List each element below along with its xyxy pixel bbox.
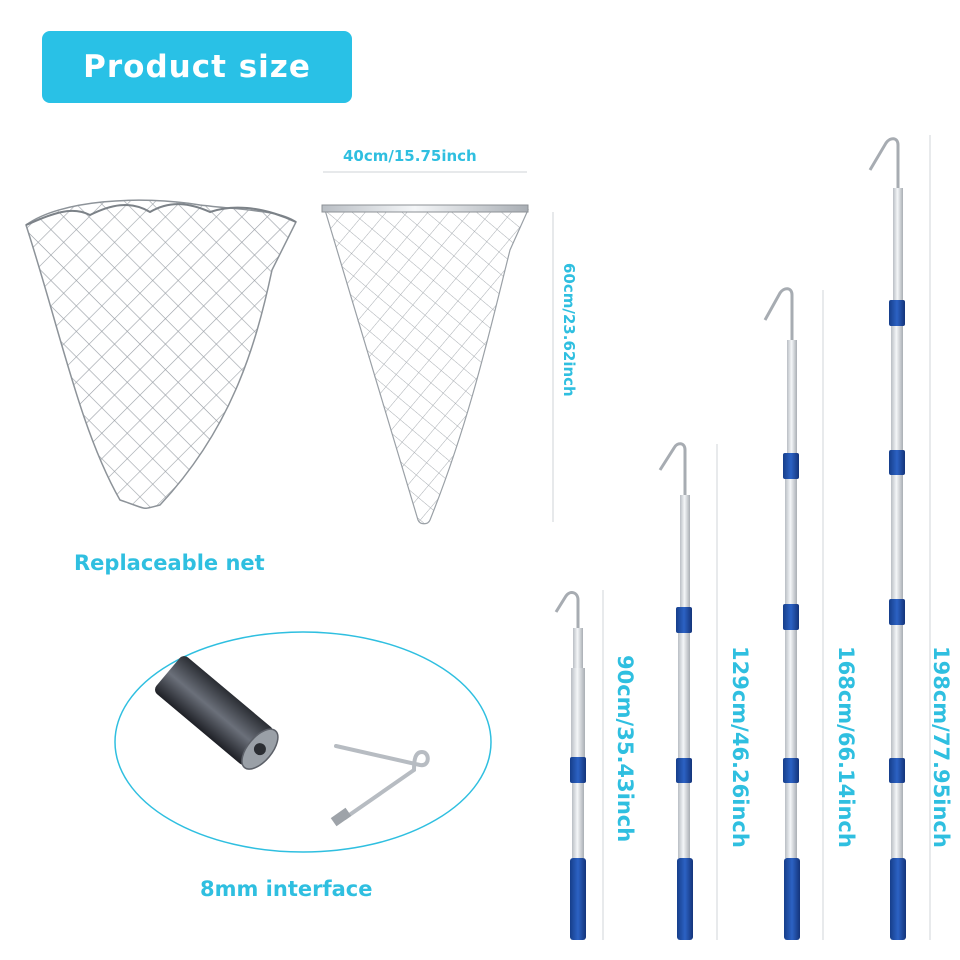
pole-168cm (763, 287, 800, 940)
pole-90cm-label: 90cm/35.43inch (613, 655, 637, 843)
net-height-label: 60cm/23.62inch (560, 263, 578, 397)
replaceable-net-caption: Replaceable net (74, 551, 265, 575)
page-title: Product size (83, 49, 311, 85)
pole-198cm-label: 198cm/77.95inch (929, 646, 953, 848)
interface-caption: 8mm interface (200, 877, 373, 901)
pole-90cm (554, 591, 586, 940)
hook-piece-image (330, 744, 430, 827)
pole-end-image (155, 656, 279, 770)
pole-168cm-label: 168cm/66.14inch (834, 646, 858, 848)
pole-129cm-label: 129cm/46.26inch (728, 646, 752, 848)
pole-129cm (658, 442, 693, 940)
net-width-label: 40cm/15.75inch (343, 147, 477, 165)
net-frame-image (321, 204, 529, 525)
replaceable-net-image (25, 199, 297, 510)
product-size-badge: Product size (42, 31, 352, 103)
pole-198cm (868, 137, 906, 940)
interface-ellipse (114, 631, 492, 853)
